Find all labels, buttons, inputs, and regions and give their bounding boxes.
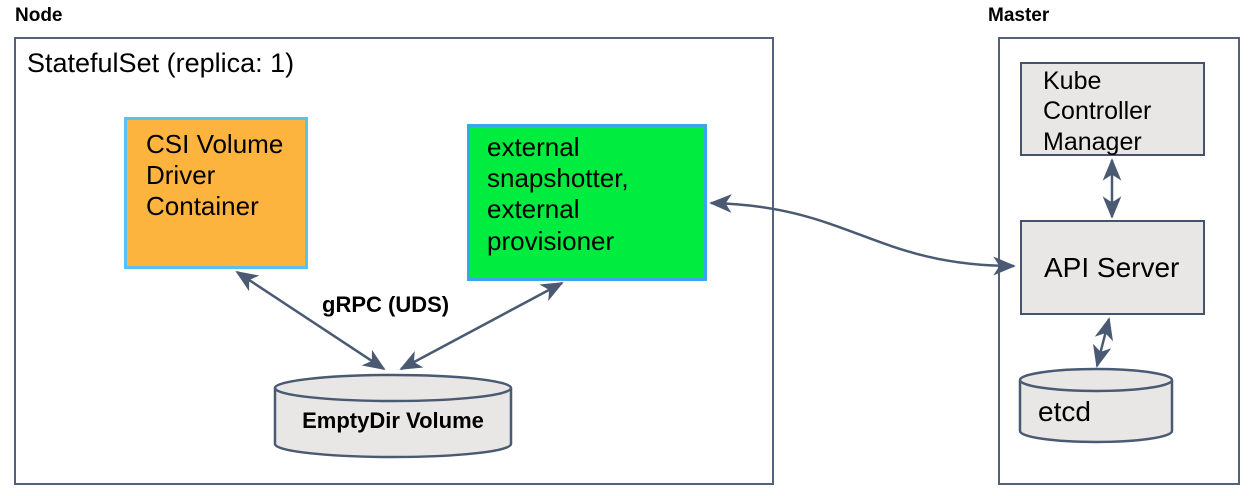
emptydir-volume-label: EmptyDir Volume [302,408,484,433]
api-server-box: API Server [1020,220,1205,315]
external-snapshotter-provisioner-box: external snapshotter, external provision… [467,124,707,281]
statefulset-title: StatefulSet (replica: 1) [27,48,295,78]
kube-controller-manager-box: Kube Controller Manager [1020,62,1205,156]
grpc-uds-label: gRPC (UDS) [322,292,450,317]
master-panel-label: Master [988,5,1050,26]
node-panel-label: Node [15,5,63,26]
etcd-label: etcd [1038,396,1091,427]
csi-volume-driver-container-box: CSI Volume Driver Container [124,117,308,269]
